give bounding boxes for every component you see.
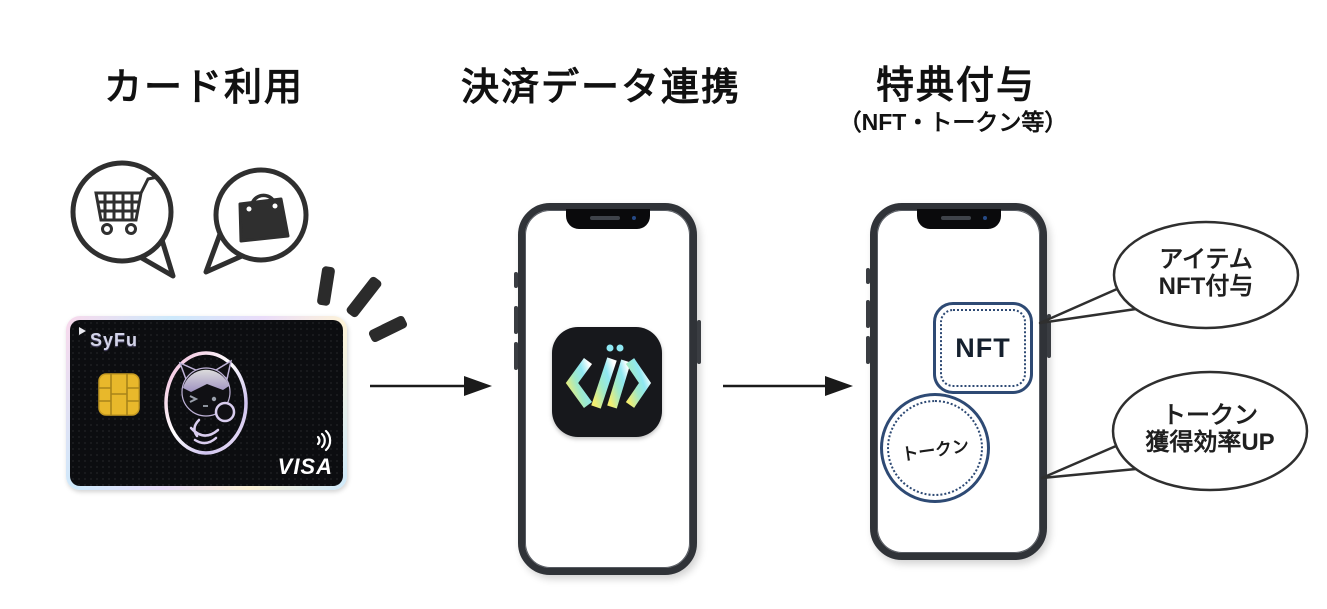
phone-volume-up xyxy=(514,306,518,334)
step3-subtitle: （NFT・トークン等） xyxy=(838,109,1068,135)
nft-badge: NFT xyxy=(933,302,1033,394)
contactless-payment-icon xyxy=(316,429,332,452)
phone-notch xyxy=(916,209,1001,229)
cart-speech-bubble xyxy=(70,160,176,279)
credit-card-face: SyFu xyxy=(70,320,343,486)
syfu-app-logo-icon xyxy=(565,344,652,409)
phone-notch xyxy=(565,209,650,229)
nft-badge-dotted-border: NFT xyxy=(940,309,1026,387)
phone-camera xyxy=(982,216,987,220)
emv-chip-icon xyxy=(98,373,140,416)
token-badge: トークン xyxy=(880,393,990,503)
nft-badge-label: NFT xyxy=(955,332,1011,363)
phone-volume-down xyxy=(514,342,518,370)
syfu-app-icon xyxy=(552,327,662,437)
nft-callout-line2: NFT付与 xyxy=(1158,273,1254,300)
step1-title: カード利用 xyxy=(104,67,305,109)
flow-arrow-2 xyxy=(723,376,853,396)
token-callout-text: トークン 獲得効率UP xyxy=(1113,402,1307,456)
nft-callout-text: アイテム NFT付与 xyxy=(1114,246,1298,300)
phone-speaker xyxy=(940,216,971,220)
nft-callout-line1: アイテム xyxy=(1159,246,1253,273)
token-badge-label: トークン xyxy=(900,435,971,465)
card-corner-mark xyxy=(79,327,86,335)
step2-title: 決済データ連携 xyxy=(461,67,742,109)
token-callout-line1: トークン xyxy=(1162,402,1258,429)
cat-mascot-graphic xyxy=(164,351,248,455)
phone-volume-up xyxy=(866,300,870,328)
phone-mute-switch xyxy=(866,268,870,284)
card-brand-logo: SyFu xyxy=(90,330,139,350)
visa-logo: VISA xyxy=(277,454,333,479)
phone-speaker xyxy=(589,216,620,220)
shopping-cart-icon xyxy=(94,175,159,235)
flow-arrow-1 xyxy=(370,376,492,396)
phone-mute-switch xyxy=(514,272,518,288)
phone-power-button xyxy=(697,320,701,364)
shopping-bag-icon xyxy=(238,193,290,243)
phone-volume-down xyxy=(866,336,870,364)
bag-speech-bubble xyxy=(203,167,309,275)
step3-title: 特典付与 xyxy=(876,65,1037,107)
syfu-credit-card: SyFu xyxy=(66,316,347,490)
phone-power-button xyxy=(1047,314,1051,358)
token-badge-dotted-border: トークン xyxy=(887,400,983,496)
phone-camera xyxy=(631,216,636,220)
token-callout-line2: 獲得効率UP xyxy=(1145,429,1275,456)
